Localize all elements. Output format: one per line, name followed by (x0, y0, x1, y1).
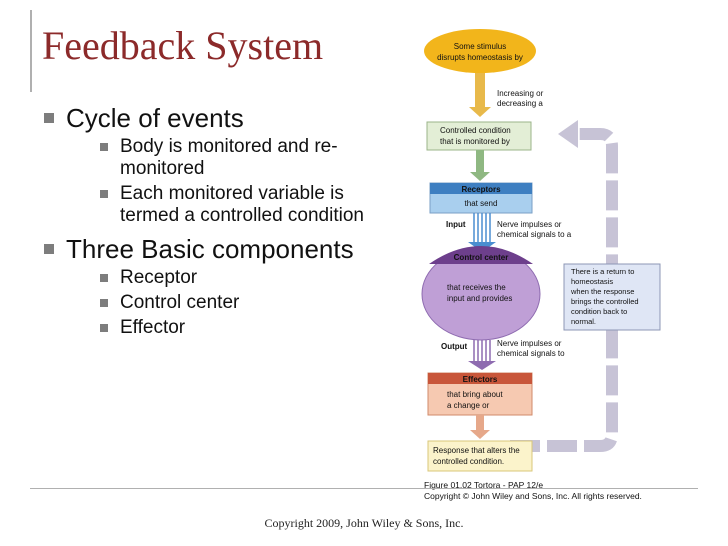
control-center-title: Control center (454, 253, 509, 262)
bullet-list: Cycle of events Body is monitored and re… (44, 104, 374, 339)
slide-copyright: Copyright 2009, John Wiley & Sons, Inc. (264, 516, 464, 530)
footer-rule (30, 488, 698, 489)
response-text-1: Response that alters the (433, 446, 520, 455)
figure-caption: Figure 01.02 Tortora - PAP 12/e Copyrigh… (424, 480, 642, 502)
stimulus-arrow (475, 73, 485, 107)
return-loop-arrow (510, 120, 618, 452)
bullet-marker (100, 143, 108, 151)
control-sub-2: input and provides (447, 294, 512, 303)
bullet-marker (100, 190, 108, 198)
return-note-3: when the response (570, 287, 634, 296)
effectors-header (428, 373, 532, 384)
stimulus-arrow-head (469, 107, 491, 117)
effectors-sub-1: that bring about (447, 390, 503, 399)
control-center-header (429, 246, 533, 264)
bullet-marker (100, 324, 108, 332)
bullet-marker (100, 299, 108, 307)
increasing-text-2: decreasing a (497, 99, 543, 108)
input-signal-1: Nerve impulses or (497, 220, 562, 229)
slide-title: Feedback System (42, 23, 324, 68)
return-note-1: There is a return to (571, 267, 634, 276)
bullet-marker (44, 113, 54, 123)
bullet-cycle-of-events: Cycle of events (44, 104, 374, 133)
return-note-2: homeostasis (571, 277, 613, 286)
output-signal-1: Nerve impulses or (497, 339, 562, 348)
controlled-condition-box (426, 121, 532, 151)
response-text-2: controlled condition. (433, 457, 504, 466)
stimulus-text-1: Some stimulus (454, 42, 506, 51)
stimulus-oval (424, 29, 536, 73)
return-note-6: normal. (571, 317, 596, 326)
sub-bullet-monitored: Body is monitored and re-monitored (44, 136, 374, 180)
effectors-title: Effectors (463, 375, 498, 384)
input-arrow (473, 213, 491, 243)
receptors-sub: that send (465, 199, 498, 208)
arrow-to-response-head (470, 430, 490, 439)
bullet-three-basic-components: Three Basic components (44, 235, 374, 264)
receptors-title: Receptors (461, 185, 501, 194)
control-sub-1: that receives the (447, 283, 506, 292)
return-note-4: brings the controlled (571, 297, 639, 306)
controlled-text-2: that is monitored by (440, 137, 510, 146)
sub-bullet-control-center: Control center (44, 292, 374, 314)
sub-bullet-effector: Effector (44, 317, 374, 339)
stimulus-text-2: disrupts homeostasis by (437, 53, 523, 62)
output-signal-2: chemical signals to (497, 349, 565, 358)
figure-caption-line-1: Figure 01.02 Tortora - PAP 12/e (424, 480, 544, 490)
sub-bullet-receptor: Receptor (44, 267, 374, 289)
return-note-5: condition back to (571, 307, 627, 316)
controlled-text-1: Controlled condition (440, 126, 511, 135)
output-label: Output (441, 342, 468, 351)
output-arrow-head (468, 361, 496, 370)
arrow-to-response (476, 415, 484, 431)
input-label: Input (446, 220, 466, 229)
return-note-box (563, 263, 661, 331)
title-rule (30, 10, 32, 92)
figure-caption-line-2: Copyright © John Wiley and Sons, Inc. Al… (424, 491, 642, 501)
increasing-text-1: Increasing or (497, 89, 544, 98)
effectors-sub-2: a change or (447, 401, 490, 410)
bullet-marker (44, 244, 54, 254)
output-arrow (473, 340, 491, 362)
response-box (427, 440, 533, 472)
input-signal-2: chemical signals to a (497, 230, 572, 239)
arrow-to-receptors-head (470, 172, 490, 181)
arrow-to-receptors (476, 150, 484, 172)
bullet-marker (100, 274, 108, 282)
sub-bullet-controlled-condition: Each monitored variable is termed a cont… (44, 183, 374, 227)
receptors-header (430, 183, 532, 194)
